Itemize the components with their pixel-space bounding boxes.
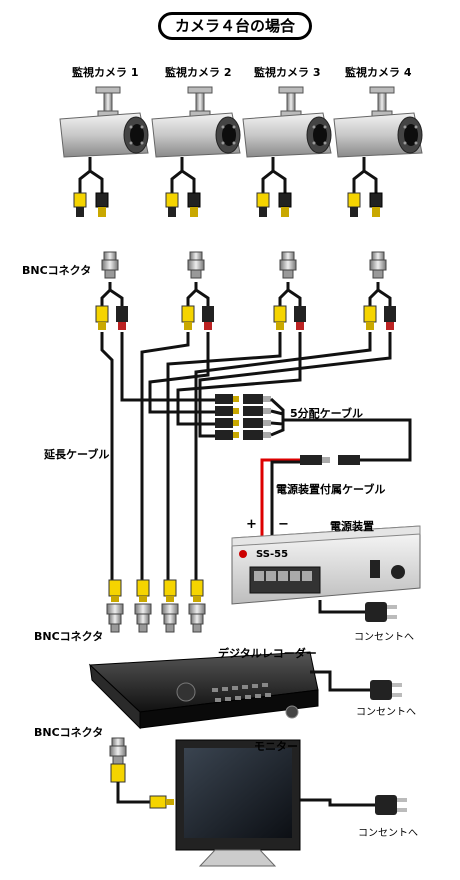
bnc-bottom-3 xyxy=(161,579,179,633)
bnc-bottom-1 xyxy=(106,579,124,633)
bnc-label-mid: BNCコネクタ xyxy=(34,630,104,643)
outlet-label-3: コンセントへ xyxy=(358,828,418,839)
power-supply-label: 電源装置 xyxy=(330,520,374,533)
power-cable-black xyxy=(270,460,300,538)
minus-label: − xyxy=(278,517,289,532)
bnc-adapter-2 xyxy=(180,250,216,332)
camera-2 xyxy=(150,85,242,219)
bnc-label-top: BNCコネクタ xyxy=(22,264,92,277)
monitor-bnc xyxy=(109,737,174,809)
splitter-cable xyxy=(215,394,412,465)
power-lines xyxy=(120,332,392,438)
page-title: カメラ４台の場合 xyxy=(158,12,312,40)
plus-label: + xyxy=(246,517,257,532)
monitor-label: モニター xyxy=(254,740,298,753)
bnc-adapter-1 xyxy=(94,250,130,332)
recorder-label: デジタルレコーダー xyxy=(218,647,317,660)
bnc-adapter-3 xyxy=(272,250,308,332)
splitter-label: 5分配ケーブル xyxy=(290,407,363,420)
bnc-bottom-4 xyxy=(188,579,206,633)
camera-1-label: 監視カメラ 1 xyxy=(72,66,139,79)
camera-4 xyxy=(332,85,424,219)
power-plug-3 xyxy=(351,793,409,817)
camera-3-label: 監視カメラ 3 xyxy=(254,66,321,79)
extension-label: 延長ケーブル xyxy=(44,448,110,461)
outlet-label-1: コンセントへ xyxy=(354,632,414,643)
monitor xyxy=(175,739,355,867)
camera-1 xyxy=(58,85,150,219)
outlet-label-2: コンセントへ xyxy=(356,707,416,718)
bnc-label-bottom: BNCコネクタ xyxy=(34,726,104,739)
bnc-bottom-2 xyxy=(134,579,152,633)
camera-4-label: 監視カメラ 4 xyxy=(345,66,412,79)
power-plug-1 xyxy=(341,600,399,624)
extension-cables xyxy=(100,332,372,580)
power-cable-red xyxy=(260,458,300,538)
power-supply xyxy=(231,525,421,614)
bnc-adapter-4 xyxy=(362,250,398,332)
digital-recorder xyxy=(88,651,350,730)
power-plug-2 xyxy=(346,678,404,702)
power-cable-label: 電源装置付属ケーブル xyxy=(276,483,386,496)
power-model-label: SS-55 xyxy=(256,549,289,560)
camera-2-label: 監視カメラ 2 xyxy=(165,66,232,79)
camera-3 xyxy=(241,85,333,219)
